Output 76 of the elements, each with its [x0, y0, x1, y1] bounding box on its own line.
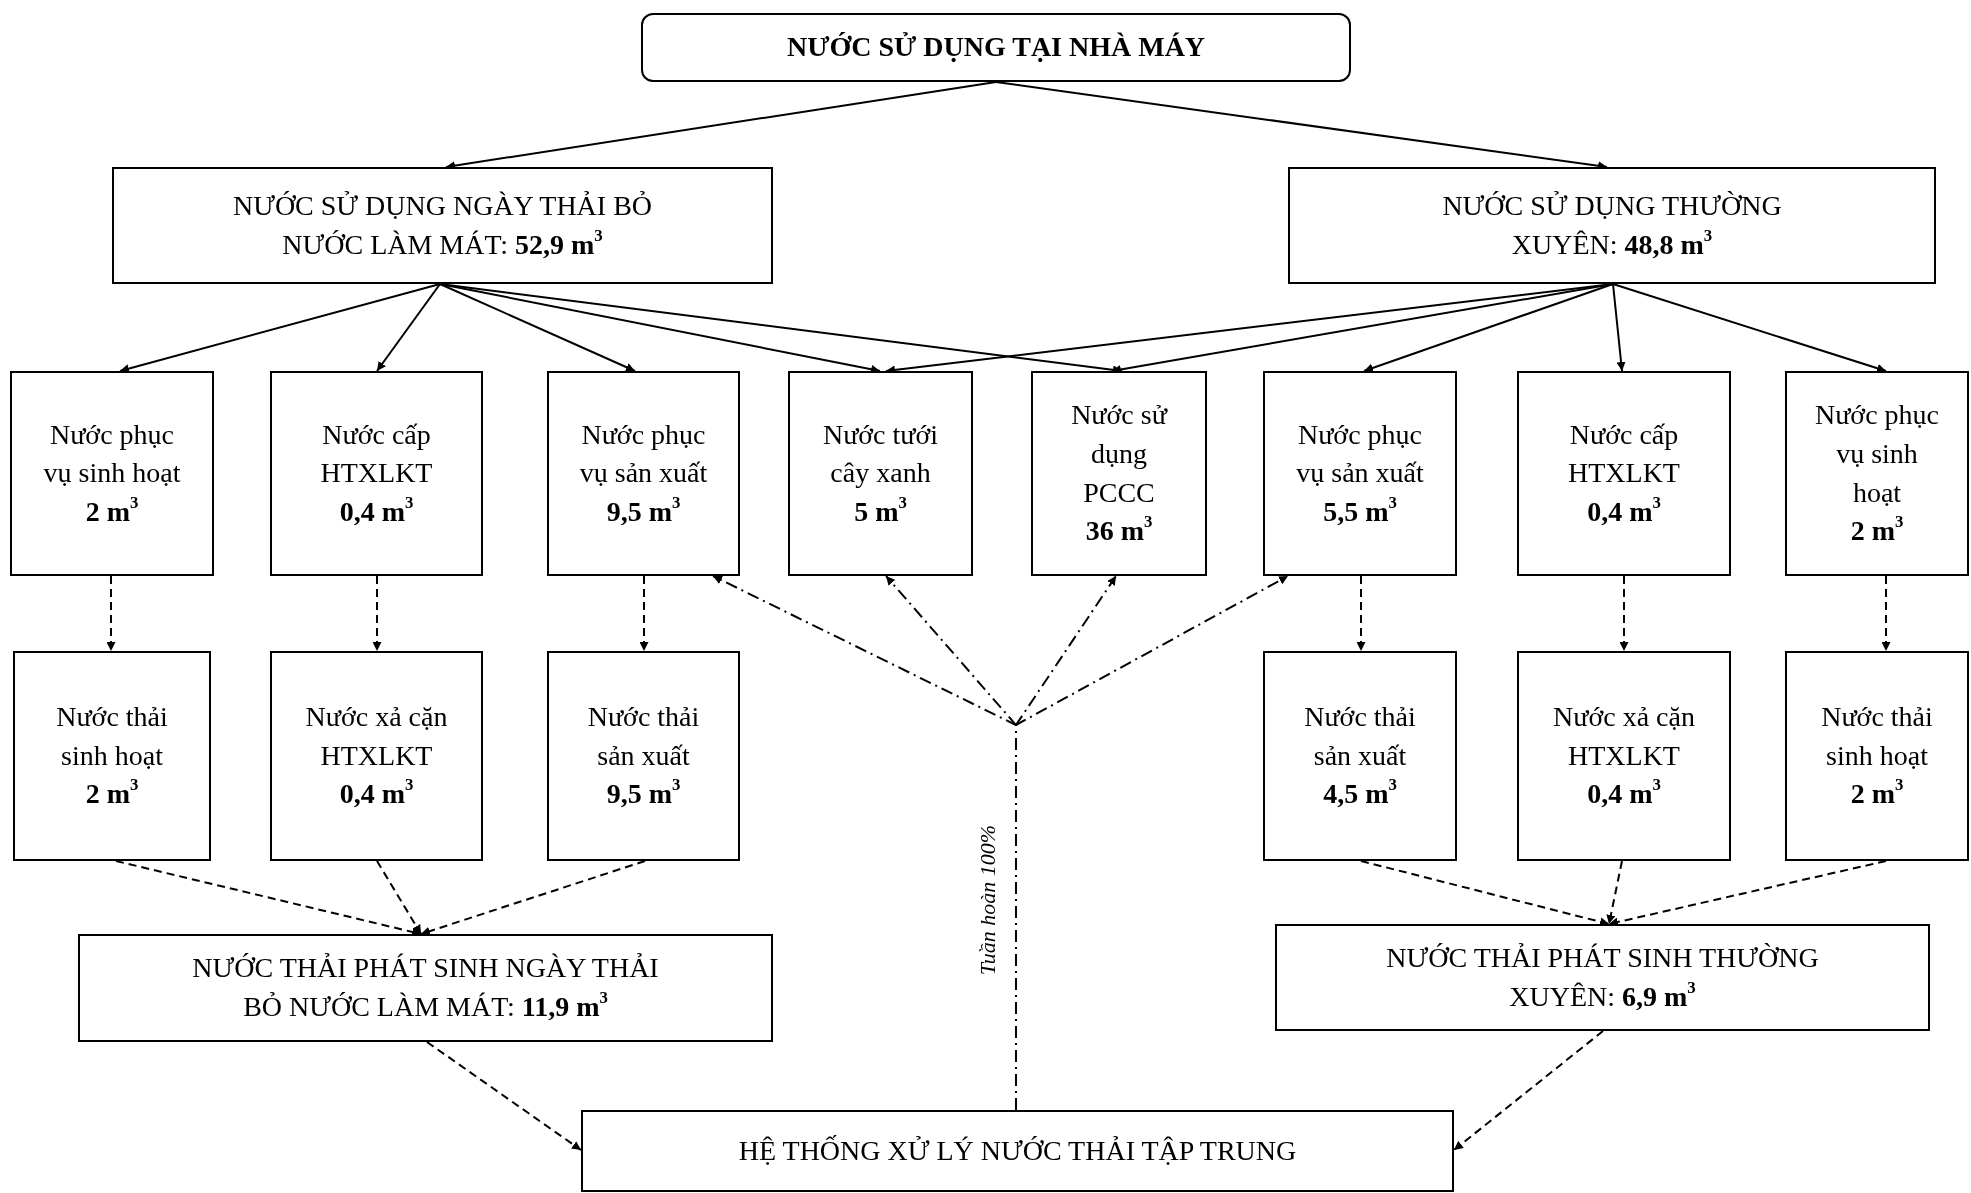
arrow [1619, 575, 1629, 652]
node-text: NƯỚC SỬ DỤNG THƯỜNG XUYÊN: 48,8 m$^{3}$ [1441, 188, 1783, 262]
process-box [547, 651, 740, 861]
node-text: Nước thải sản xuất [586, 700, 701, 773]
process-box [270, 371, 483, 576]
arrow [115, 860, 422, 937]
node-text: Nước thải sản xuất [1303, 700, 1417, 773]
arrow [639, 575, 649, 652]
node-text: Nước phục vụ sản xuất [578, 417, 709, 491]
process-box [1517, 371, 1731, 576]
quantity-text: 2 m$^{3}$ [85, 492, 139, 529]
node-text: Nước xả cặn HTXLKT [1552, 700, 1696, 773]
process-box [581, 1110, 1454, 1192]
node-text: NƯỚC SỬ DỤNG NGÀY THẢI BỎ NƯỚC LÀM MÁT: 52,9 m$^{3}$ [231, 188, 654, 262]
quantity-text: 0,4 m$^{3}$ [1587, 492, 1661, 529]
quantity-text: 0,4 m$^{3}$ [1587, 775, 1661, 812]
process-box [547, 371, 740, 576]
quantity-text: 5,5 m$^{3}$ [1323, 492, 1397, 529]
node-text: NƯỚC THẢI PHÁT SINH THƯỜNG XUYÊN: 6,9 m$^{3}$ [1385, 940, 1820, 1014]
arrow [1881, 575, 1891, 652]
node-text: Nước tưới cây xanh [821, 417, 940, 491]
node-text: Nước cấp HTXLKT [1567, 417, 1681, 491]
node-text: Nước sử dụng PCCC [1070, 398, 1169, 510]
process-box [112, 167, 773, 284]
quantity-text: 9,5 m$^{3}$ [606, 775, 681, 812]
node-text: NƯỚC SỬ DỤNG TẠI NHÀ MÁY [786, 30, 1206, 65]
arrow [1363, 283, 1614, 373]
quantity-text: 5 m$^{3}$ [854, 492, 907, 529]
process-box [1785, 371, 1969, 576]
node-text: Nước thải sinh hoạt [55, 700, 169, 773]
node-text: Nước phục vụ sản xuất [1295, 417, 1425, 491]
arrow [1608, 860, 1887, 927]
node-text: Nước xả cặn HTXLKT [304, 700, 449, 773]
arrow [376, 860, 422, 935]
process-box [1275, 924, 1930, 1031]
quantity-text: 4,5 m$^{3}$ [1323, 775, 1397, 812]
quantity-text: 2 m$^{3}$ [85, 775, 139, 812]
rotated-note: Tuần hoàn 100% [975, 824, 1002, 976]
process-box [1031, 371, 1207, 576]
arrow [1612, 283, 1626, 372]
arrow [1612, 283, 1887, 373]
arrow [439, 283, 636, 372]
arrow [1453, 1030, 1604, 1151]
node-text: Nước phục vụ sinh hoạt [42, 417, 182, 491]
arrow [372, 575, 382, 652]
process-box [270, 651, 483, 861]
quantity-text: 0,4 m$^{3}$ [339, 492, 414, 529]
process-box [1288, 167, 1936, 284]
process-box [641, 13, 1351, 82]
quantity-text: 36 m$^{3}$ [1085, 512, 1153, 549]
arrow [420, 860, 646, 936]
arrow [119, 283, 441, 373]
node-text: NƯỚC THẢI PHÁT SINH NGÀY THẢI BỎ NƯỚC LÀM MÁT: 11,9 m$^{3}$ [191, 951, 660, 1024]
process-box [1263, 371, 1457, 576]
node-text: HỆ THỐNG XỬ LÝ NƯỚC THẢI TẬP TRUNG [738, 1133, 1297, 1168]
process-box [10, 371, 214, 576]
quantity-text: 2 m$^{3}$ [1850, 512, 1904, 549]
process-box [1517, 651, 1731, 861]
arrow [1356, 575, 1366, 652]
arrow [439, 283, 881, 374]
node-text: Nước phục vụ sinh hoạt [1813, 398, 1941, 510]
quantity-text: 2 m$^{3}$ [1850, 775, 1904, 812]
arrow [1360, 860, 1610, 927]
process-box [13, 651, 211, 861]
quantity-text: 0,4 m$^{3}$ [339, 775, 414, 812]
node-text: Nước cấp HTXLKT [319, 417, 434, 491]
process-box [788, 371, 973, 576]
process-box [78, 934, 773, 1042]
quantity-text: 9,5 m$^{3}$ [606, 492, 681, 529]
node-text: Nước thải sinh hoạt [1820, 700, 1934, 773]
process-box [1785, 651, 1969, 861]
arrow [106, 575, 116, 652]
arrow [376, 283, 441, 372]
arrow [1606, 860, 1623, 925]
arrow [426, 1041, 582, 1151]
process-box [1263, 651, 1457, 861]
